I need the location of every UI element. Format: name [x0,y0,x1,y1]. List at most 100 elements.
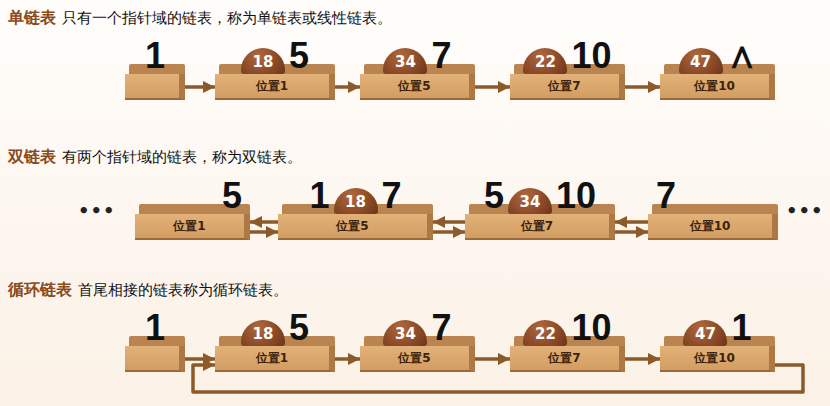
box-front: 位置1 [215,74,335,100]
pointer-value: 1 [145,38,165,74]
list-node-box: 位置15 [135,174,250,240]
position-label: 位置10 [694,78,735,95]
ellipsis-mark: ••• [786,200,824,221]
position-label: 位置5 [336,218,368,235]
pointer-value: ∧ [727,38,757,74]
pointer-value: 7 [656,178,676,214]
list-node-box: 位置1 185 [215,306,335,372]
pointer-value: 5 [289,310,309,346]
node-fields: 185 [215,306,335,346]
pointer-arrow [433,230,465,234]
box-front: 位置7 [510,346,625,372]
box-front: 位置7 [510,74,625,100]
position-label: 位置5 [398,350,430,367]
node-fields: 7 [648,174,778,214]
node-fields: 1 [125,306,185,346]
data-value: 18 [241,320,285,346]
box-front: 位置1 [215,346,335,372]
list-type-name: 双链表 [8,147,56,168]
node-fields: 47∧ [660,34,775,74]
pointer-arrow [250,230,278,234]
position-label: 位置1 [256,350,288,367]
box-front: 位置5 [360,74,475,100]
data-value: 34 [383,320,427,346]
data-value: 47 [679,48,723,74]
section-title: 双链表有两个指针域的链表，称为双链表。 [8,147,302,168]
section-title: 单链表只有一个指针域的链表，称为单链表或线性链表。 [8,8,392,29]
pointer-arrow [335,357,360,361]
list-node-box: 位置7 2210 [510,34,625,100]
data-value: 47 [683,320,727,346]
node-fields: 1 [125,34,185,74]
pointer-value: 7 [431,310,451,346]
data-value: 22 [523,48,567,74]
box-front: 位置5 [278,214,433,240]
pointer-value: 5 [289,38,309,74]
position-label: 位置7 [521,218,553,235]
list-node-box: 位置5 347 [360,34,475,100]
position-label: 位置10 [690,218,731,235]
pointer-arrow [615,230,648,234]
position-label: 位置1 [173,218,205,235]
list-node-box: 位置10 7 [648,174,778,240]
list-node-box: 位置1 185 [215,34,335,100]
pointer-arrow [250,220,278,224]
definition-text: 只有一个指针域的链表，称为单链表或线性链表。 [62,9,392,28]
pointer-arrow [625,357,660,361]
pointer-value: 7 [382,178,402,214]
data-value: 34 [383,48,427,74]
data-value: 18 [241,48,285,74]
box-front: 位置10 [660,74,775,100]
pointer-value: 1 [145,310,165,346]
list-node-box: 位置10 471 [660,306,775,372]
list-node-box: 位置7 53410 [465,174,615,240]
pointer-arrow [475,357,510,361]
list-node-box: 位置10 47∧ [660,34,775,100]
pointer-arrow [335,85,360,89]
position-label: 位置10 [694,350,735,367]
pointer-arrow [615,220,648,224]
pointer-value: 10 [571,310,611,346]
box-front: 位置1 [135,214,250,240]
position-label: 位置5 [398,78,430,95]
box-front: 位置5 [360,346,475,372]
ellipsis-mark: ••• [78,200,116,221]
pointer-value: 5 [484,178,504,214]
node-fields: 347 [360,34,475,74]
node-fields: 5 [135,174,250,214]
list-type-name: 单链表 [8,8,56,29]
list-node-box: 位置7 2210 [510,306,625,372]
box-front [125,346,185,372]
definition-text: 有两个指针域的链表，称为双链表。 [62,148,302,167]
pointer-arrow [475,85,510,89]
node-fields: 185 [215,34,335,74]
position-label: 位置7 [548,350,580,367]
box-front: 位置7 [465,214,615,240]
box-front: 位置10 [648,214,778,240]
section-title: 循环链表首尾相接的链表称为循环链表。 [8,280,288,301]
node-fields: 347 [360,306,475,346]
position-label: 位置7 [548,78,580,95]
pointer-arrow [433,220,465,224]
list-node-box: 位置5 1187 [278,174,433,240]
list-node-box: 位置5 347 [360,306,475,372]
pointer-value: 10 [571,38,611,74]
position-label: 位置1 [256,78,288,95]
data-value: 22 [523,320,567,346]
pointer-value: 1 [309,178,329,214]
box-front: 位置10 [660,346,775,372]
pointer-value: 10 [556,178,596,214]
pointer-value: 7 [431,38,451,74]
node-fields: 1187 [278,174,433,214]
definition-text: 首尾相接的链表称为循环链表。 [78,281,288,300]
list-node-box: 1 [125,306,185,372]
list-node-box: 1 [125,34,185,100]
box-front [125,74,185,100]
node-fields: 53410 [465,174,615,214]
data-value: 18 [334,188,378,214]
pointer-arrow [625,85,660,89]
pointer-arrow [185,85,215,89]
data-value: 34 [508,188,552,214]
pointer-value: 1 [731,310,751,346]
